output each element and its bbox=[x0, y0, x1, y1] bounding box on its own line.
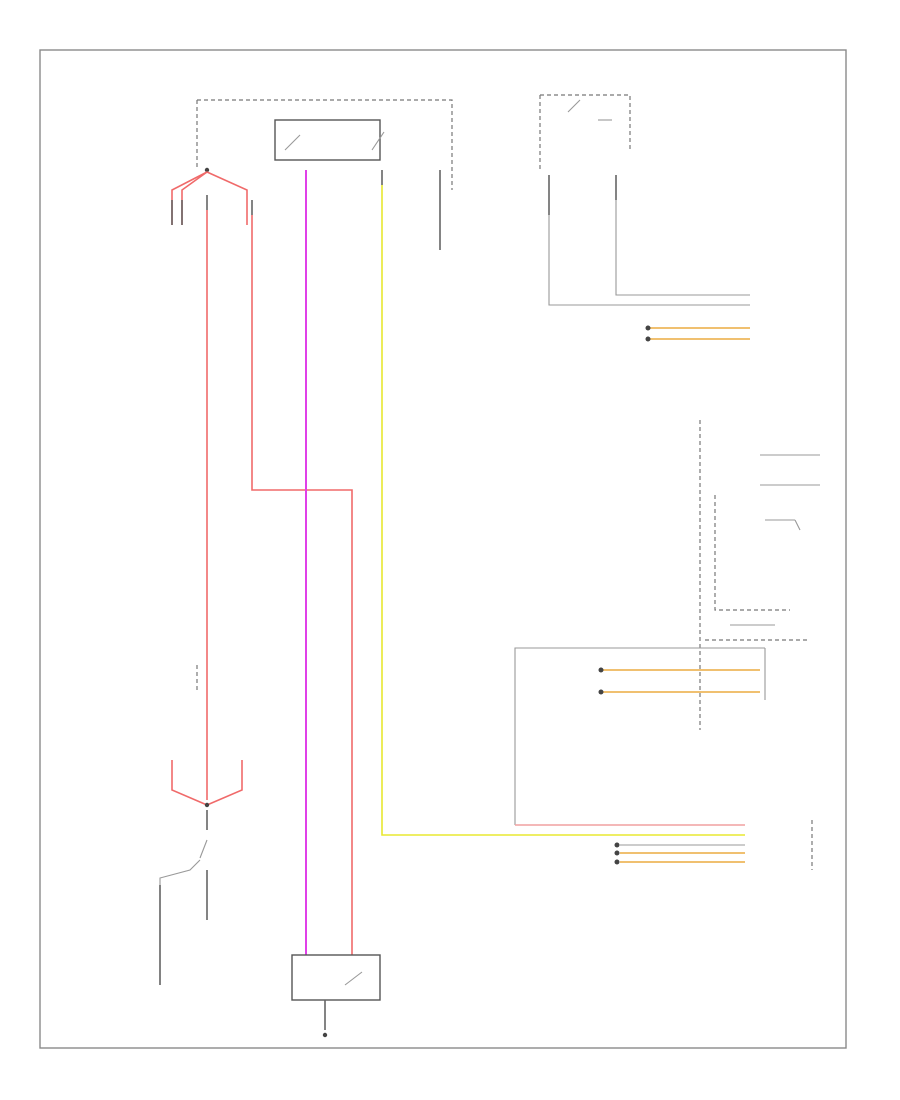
wire-red-right bbox=[251, 215, 353, 955]
diagram-border bbox=[39, 49, 847, 1049]
transmission-block bbox=[699, 420, 820, 730]
brake-switch bbox=[539, 94, 750, 342]
wire-yellow bbox=[381, 185, 745, 836]
battery-feed-top bbox=[171, 171, 253, 225]
power-distribution-box bbox=[196, 99, 453, 250]
ecm-connector-wires bbox=[515, 820, 813, 870]
battery-area bbox=[159, 665, 243, 985]
starter-motor bbox=[291, 954, 381, 1038]
tcm-connector-wires bbox=[514, 647, 766, 825]
